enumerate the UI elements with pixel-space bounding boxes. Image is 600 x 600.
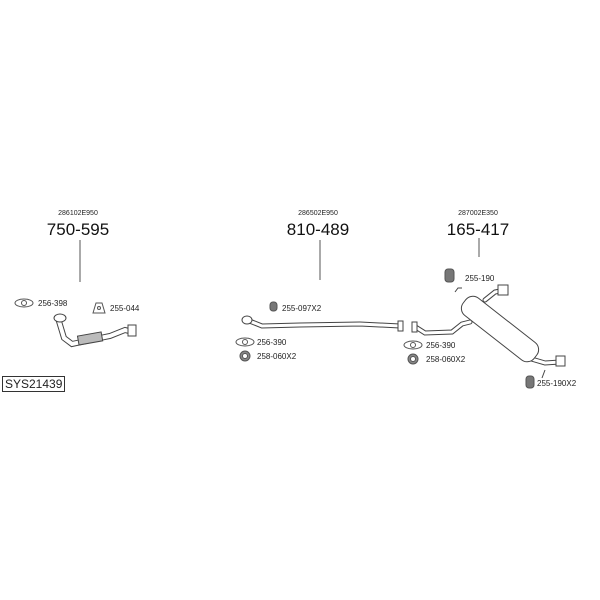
oem-number: 286102E950 xyxy=(58,210,98,217)
system-reference: SYS21439 xyxy=(2,376,66,392)
rubber-mount-icon xyxy=(444,268,455,283)
front-pipe[interactable] xyxy=(53,313,137,348)
accessory-code[interactable]: 256-390 xyxy=(426,341,456,350)
accessory-code[interactable]: 255-190 xyxy=(465,274,495,283)
nut-icon xyxy=(407,353,419,365)
accessory-code[interactable]: 255-097X2 xyxy=(282,304,322,313)
gasket-icon xyxy=(235,337,255,347)
rear-silencer[interactable] xyxy=(411,284,566,379)
part-number[interactable]: 810-489 xyxy=(286,220,350,239)
oem-number: 286502E950 xyxy=(298,210,338,217)
accessory-code[interactable]: 255-190X2 xyxy=(537,379,577,388)
part-number[interactable]: 750-595 xyxy=(46,220,110,239)
rubber-mount-icon xyxy=(92,302,106,314)
accessory-code[interactable]: 256-398 xyxy=(38,299,68,308)
accessory-code[interactable]: 256-390 xyxy=(257,338,287,347)
accessory-code[interactable]: 258-060X2 xyxy=(426,355,466,364)
rubber-mount-icon xyxy=(525,375,535,389)
part-number[interactable]: 165-417 xyxy=(446,220,510,239)
gasket-icon xyxy=(403,340,423,350)
rubber-mount-icon xyxy=(269,301,278,312)
accessory-code[interactable]: 258-060X2 xyxy=(257,352,297,361)
oem-number: 287002E350 xyxy=(458,210,498,217)
accessory-code[interactable]: 255-044 xyxy=(110,304,140,313)
middle-pipe[interactable] xyxy=(241,315,404,332)
nut-icon xyxy=(239,350,251,362)
gasket-icon xyxy=(14,298,34,308)
